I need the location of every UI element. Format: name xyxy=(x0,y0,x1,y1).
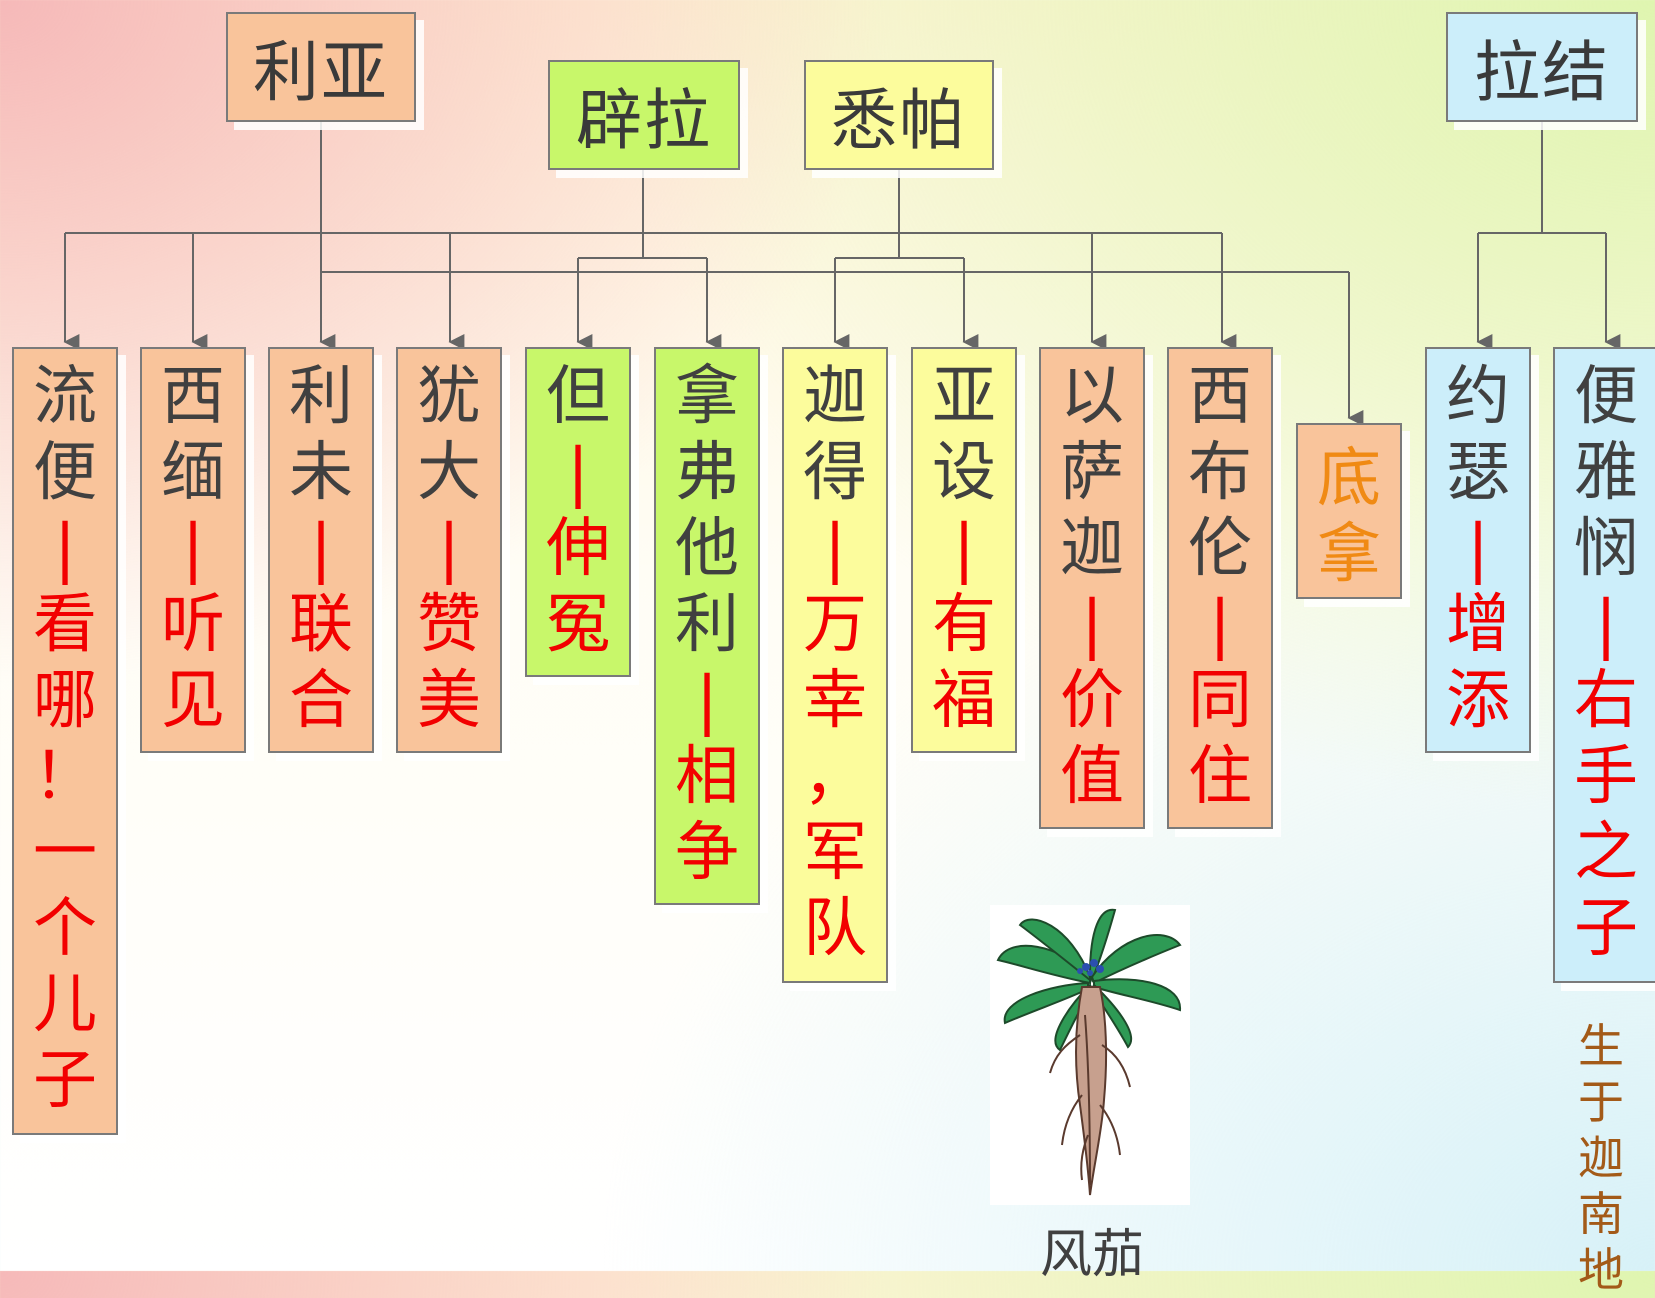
separator: | xyxy=(182,512,204,586)
child-meaning: 赞美 xyxy=(417,588,481,738)
separator: | xyxy=(1209,588,1231,662)
separator: | xyxy=(1595,588,1617,662)
child-box-reuben: 流便 | 看哪！一个儿子 xyxy=(12,347,118,1135)
plant-caption: 风茄 xyxy=(1040,1225,1145,1285)
child-box-judah: 犹大 | 赞美 xyxy=(396,347,502,753)
child-name: 亚设 xyxy=(932,360,996,510)
separator: | xyxy=(1081,588,1103,662)
child-meaning: 有福 xyxy=(932,588,996,738)
mother-name-zilpah: 悉帕 xyxy=(831,82,967,159)
separator: | xyxy=(1467,512,1489,586)
side-note: 生于迦南地 xyxy=(1578,1018,1624,1298)
child-box-issachar: 以萨迦 | 价值 xyxy=(1039,347,1145,829)
child-box-dinah: 底拿 xyxy=(1296,423,1402,599)
mother-name-leah: 利亚 xyxy=(253,34,389,111)
mother-box-leah: 利亚 xyxy=(226,12,416,122)
child-name: 约瑟 xyxy=(1446,360,1510,510)
child-name: 西缅 xyxy=(161,360,225,510)
child-box-gad: 迦得 | 万幸，军队 xyxy=(782,347,888,983)
separator: | xyxy=(438,512,460,586)
separator: | xyxy=(54,512,76,586)
child-meaning: 价值 xyxy=(1060,664,1124,814)
mother-name-rachel: 拉结 xyxy=(1474,34,1610,111)
child-name: 以萨迦 xyxy=(1060,360,1124,586)
separator: | xyxy=(696,664,718,738)
separator: | xyxy=(567,436,589,510)
child-meaning: 联合 xyxy=(289,588,353,738)
child-name: 但 xyxy=(546,360,610,434)
mother-box-bilhah: 辟拉 xyxy=(548,60,740,170)
child-meaning: 同住 xyxy=(1188,664,1252,814)
child-name: 拿弗他利 xyxy=(675,360,739,662)
child-meaning: 右手之子 xyxy=(1574,664,1638,966)
child-name: 流便 xyxy=(33,360,97,510)
mother-name-bilhah: 辟拉 xyxy=(576,82,712,159)
child-box-naphtali: 拿弗他利 | 相争 xyxy=(654,347,760,905)
mandrake-plant-image xyxy=(990,905,1190,1205)
separator: | xyxy=(953,512,975,586)
child-meaning: 听见 xyxy=(161,588,225,738)
mother-box-zilpah: 悉帕 xyxy=(804,60,994,170)
child-meaning: 看哪！一个儿子 xyxy=(33,588,97,1118)
child-meaning: 万幸，军队 xyxy=(803,588,867,966)
separator: | xyxy=(824,512,846,586)
child-name: 便雅悯 xyxy=(1574,360,1638,586)
child-name: 利未 xyxy=(289,360,353,510)
child-meaning: 相争 xyxy=(675,740,739,890)
child-box-benjamin: 便雅悯 | 右手之子 xyxy=(1553,347,1655,983)
child-name: 犹大 xyxy=(417,360,481,510)
child-box-zebulun: 西布伦 | 同住 xyxy=(1167,347,1273,829)
child-box-levi: 利未 | 联合 xyxy=(268,347,374,753)
separator: | xyxy=(310,512,332,586)
child-box-dan: 但 | 伸冤 xyxy=(525,347,631,677)
mother-box-rachel: 拉结 xyxy=(1446,12,1638,122)
child-meaning: 增添 xyxy=(1446,588,1510,738)
child-box-asher: 亚设 | 有福 xyxy=(911,347,1017,753)
child-meaning: 伸冤 xyxy=(546,512,610,662)
child-name: 西布伦 xyxy=(1188,360,1252,586)
child-box-simeon: 西缅 | 听见 xyxy=(140,347,246,753)
connector-lines xyxy=(63,122,1621,426)
child-box-joseph: 约瑟 | 增添 xyxy=(1425,347,1531,753)
side-note-text: 生于迦南地 xyxy=(1578,1019,1624,1297)
child-name: 迦得 xyxy=(803,360,867,510)
child-name: 底拿 xyxy=(1317,442,1381,592)
